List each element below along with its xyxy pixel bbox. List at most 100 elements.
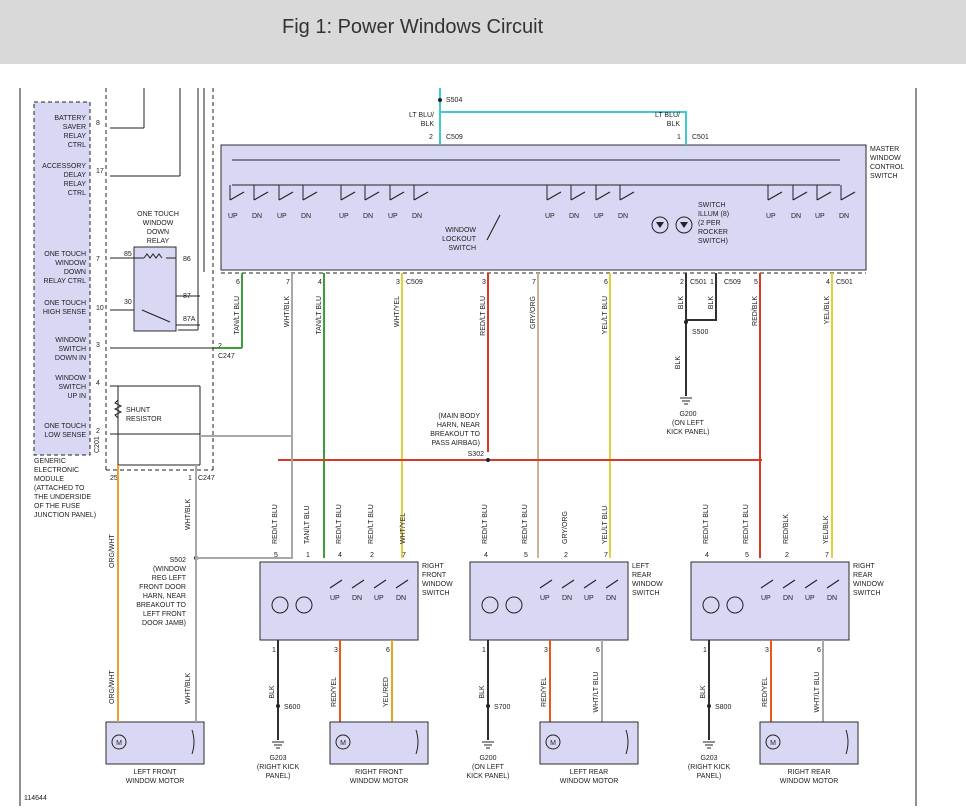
gem-pin-label-2-3: RELAY CTRL [43,278,86,285]
door-top-pin-1-2: 2 [564,552,568,559]
door-top-pin-1-1: 5 [524,552,528,559]
door-bottom-pin-2-1: 3 [765,647,769,654]
master-contact-label-0: UP [228,213,238,220]
master-out-wire-label-2: TAN/LT BLU [316,296,323,335]
master-contact-blade-10 [595,191,611,201]
master-contact-label-12: UP [766,213,776,220]
master-contact-blade-6 [389,191,405,201]
motor-symbol-3: M [770,740,776,747]
illum-label-0: SWITCH [698,202,726,209]
master-out-pin-5: 7 [532,279,536,286]
top-wire-c501-conn: C501 [692,134,709,141]
door-bottom-wire-label-2-2: WHT/LT BLU [814,672,821,713]
top-wire-c501-color-0: LT BLU/ [655,112,680,119]
shunt-resistor-icon [113,399,123,419]
door-contact-blade-1-1 [561,579,575,589]
door-switch-title-0-0: RIGHT [422,563,445,570]
motor-icon-1 [335,734,351,750]
gem-pin-label-0-0: BATTERY [54,115,86,122]
gem-pin-label-0-2: RELAY [64,133,87,140]
door-contact-label-0-0: UP [330,595,340,602]
door-top-wire-label-2-2: RED/BLK [783,514,790,544]
motor-winding-icon-3 [845,729,849,755]
gem-pin-label-4-0: WINDOW [55,337,86,344]
door-contact-label-2-2: UP [805,595,815,602]
s302-note-2: BREAKOUT TO [430,431,480,438]
illum-led-icon-1 [651,216,669,234]
door-top-pin-0-2: 4 [338,552,342,559]
master-contact-label-4: UP [339,213,349,220]
feed-wire-s504 [439,88,687,145]
gem-pin-label-0-1: SAVER [63,124,86,131]
top-wire-c501-color-1: BLK [667,121,681,128]
relay-coil-icon [143,253,163,259]
door-bottom-pin-1-1: 3 [544,647,548,654]
gem-pin-label-1-1: DELAY [64,172,87,179]
door-ground-icon-0 [272,741,284,749]
motor-symbol-1: M [340,740,346,747]
door-switch-title-1-3: SWITCH [632,590,660,597]
splice-s302-dot [486,458,490,462]
master-contact-blade-15 [840,191,856,201]
motor-winding-icon-2 [625,729,629,755]
gem-pin-label-6-1: LOW SENSE [44,432,86,439]
door-contact-blade-1-3 [605,579,619,589]
master-c509-a: C509 [406,279,423,286]
motor-icon-0 [111,734,127,750]
door-splice-0: S600 [284,704,300,711]
door-contact-label-1-1: DN [562,595,572,602]
door-bottom-wire-label-0-1: RED/YEL [331,677,338,707]
door-top-pin-2-1: 5 [745,552,749,559]
door-top-wire-label-2-0: RED/LT BLU [703,504,710,544]
door-bottom-pin-2-0: 1 [703,647,707,654]
gem-pin-label-0-3: CTRL [68,142,86,149]
door-ground-label-1-0: G200 [479,755,496,762]
master-out-wire-label-4: RED/LT BLU [480,296,487,336]
motor-icon-3 [765,734,781,750]
master-contact-blade-3 [302,191,318,201]
door-top-pin-1-0: 4 [484,552,488,559]
wht-blk-label-lower: WHT/BLK [185,673,192,704]
top-wire-c509-pin: 2 [429,134,433,141]
relay-title-2: DOWN [147,229,169,236]
gem-pin-labels: BATTERYSAVERRELAYCTRL8ACCESSORYDELAYRELA… [42,115,104,439]
door-contact-label-1-0: UP [540,595,550,602]
master-out-pin-10: 4 [826,279,830,286]
motor-label-1-1: WINDOW MOTOR [350,778,409,785]
wht-blk-s502 [196,436,293,559]
master-out-wire-label-1: WHT/BLK [284,296,291,327]
master-out-pin-9: 5 [754,279,758,286]
door-contact-blade-0-2 [373,579,387,589]
door-switch-title-1-2: WINDOW [632,581,663,588]
s302-note-1: HARN, NEAR [437,422,480,429]
gem-title-line-4: THE UNDERSIDE [34,494,92,501]
relay-switch-blade [141,309,171,323]
lockout-label-0: WINDOW [445,227,476,234]
org-wht-label-upper: ORG/WHT [109,533,116,568]
master-contact-label-7: DN [412,213,422,220]
master-out-wire-label-6: YEL/LT BLU [602,296,609,334]
generic-electronic-module: BATTERYSAVERRELAYCTRL8ACCESSORYDELAYRELA… [33,88,235,519]
s302-note-3: PASS AIRBAG) [432,440,481,447]
door-switch-led-icon-a-1 [481,596,499,614]
splice-s504-dot [438,98,442,102]
gem-pin-number-4: 3 [96,342,100,349]
illum-label-1: ILLUM (8) [698,211,729,218]
gem-pin-1: 1 [188,475,192,482]
gem-pin-number-1: 17 [96,168,104,175]
motor-icon-2 [545,734,561,750]
door-contact-label-0-1: DN [352,595,362,602]
relay-title-1: WINDOW [143,220,174,227]
motor-body-0 [105,721,205,765]
door-ground-label-1-2: KICK PANEL) [466,773,509,780]
gem-pin-label-2-0: ONE TOUCH [44,251,86,258]
master-contact-blade-9 [570,191,586,201]
s502-note-3: FRONT DOOR [139,584,186,591]
master-contact-label-9: DN [569,213,579,220]
door-top-wire-label-1-0: RED/LT BLU [482,504,489,544]
